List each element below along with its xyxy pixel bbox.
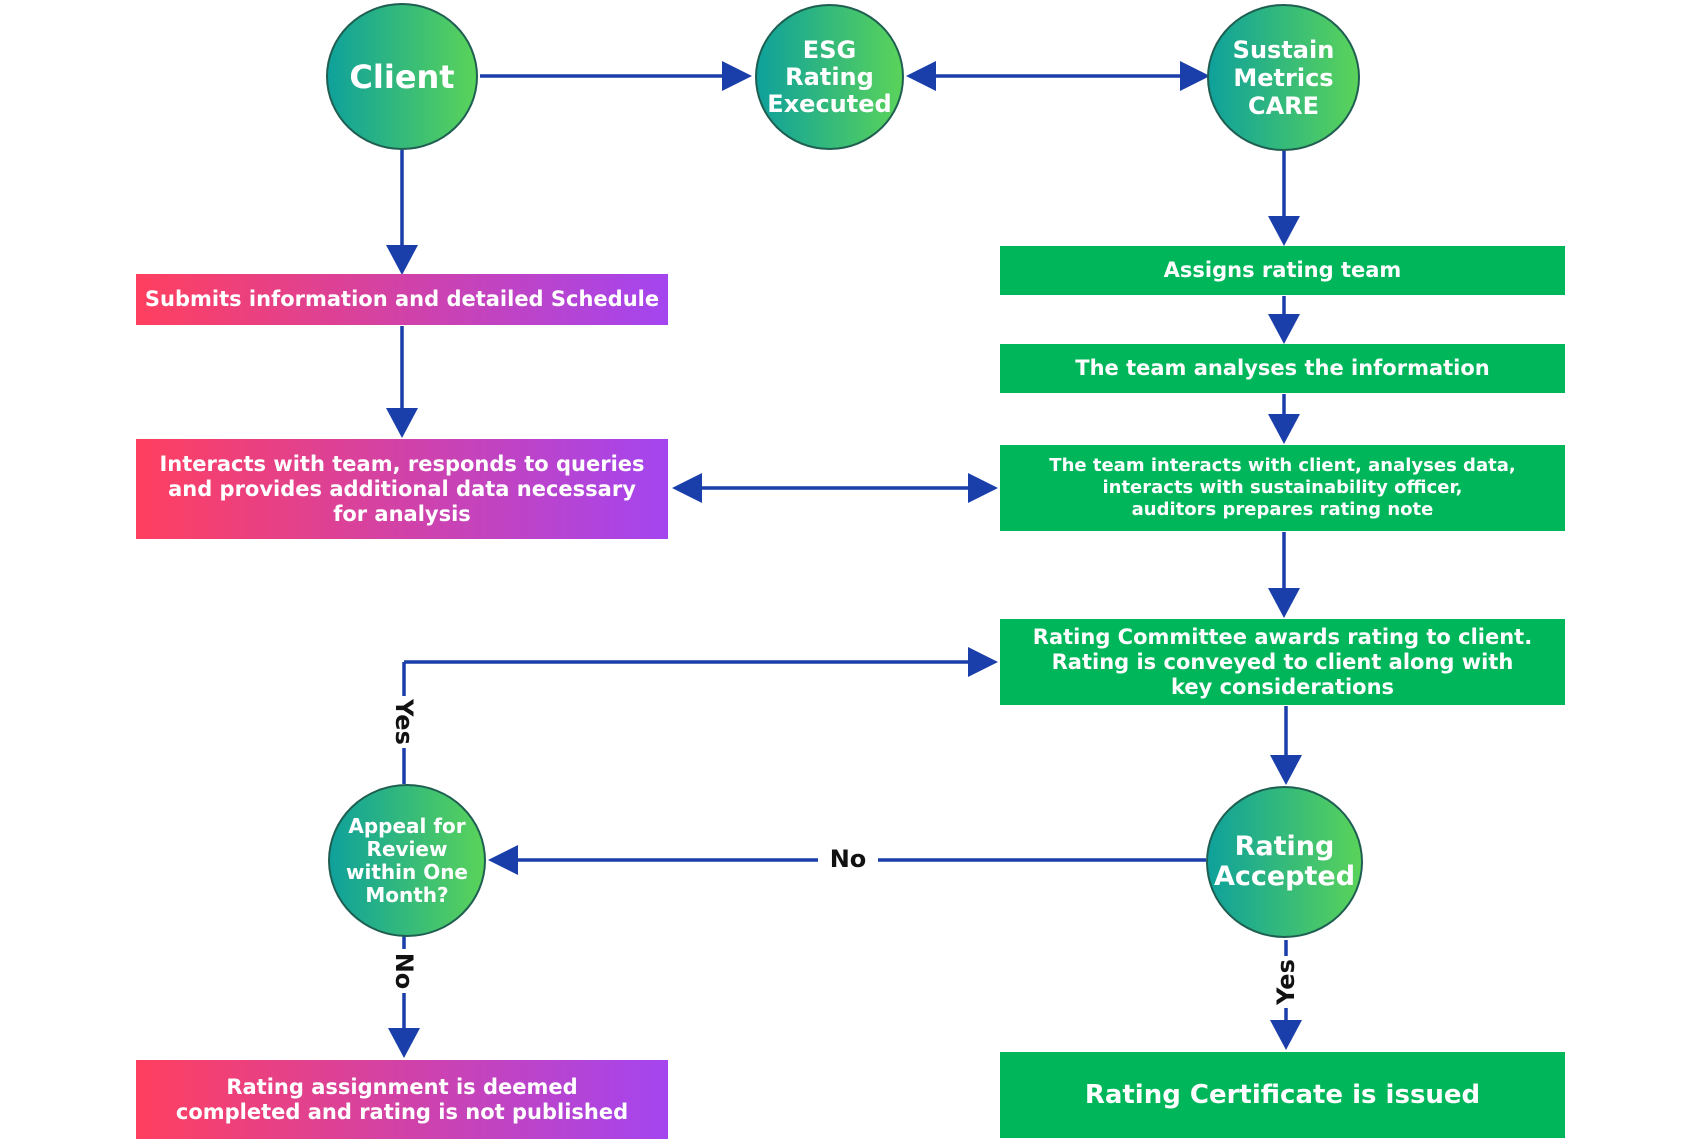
edge-label-yes-accepted: Yes [1272, 956, 1300, 1008]
arrowhead [1268, 314, 1300, 344]
arrowhead [1180, 61, 1210, 91]
arrowhead [968, 647, 998, 677]
edge-label-yes-appeal: Yes [390, 696, 418, 748]
node-accepted-label: Rating Accepted [1213, 831, 1356, 892]
arrowhead [386, 408, 418, 438]
arrowhead [386, 245, 418, 275]
node-client-label: Client [349, 57, 455, 96]
node-submits-information: Submits information and detailed Schedul… [136, 274, 668, 325]
node-rating-certificate-issued: Rating Certificate is issued [1000, 1052, 1565, 1138]
node-sustain-metrics-care: Sustain Metrics CARE [1207, 4, 1360, 151]
node-esg-label: ESG Rating Executed [767, 35, 892, 118]
arrowhead [1270, 1020, 1302, 1050]
node-rating-deemed-completed: Rating assignment is deemed completed an… [136, 1060, 668, 1139]
node-submits-label: Submits information and detailed Schedul… [144, 287, 660, 311]
arrowhead [1268, 588, 1300, 618]
arrowhead [968, 473, 998, 503]
node-interacts-with-team: Interacts with team, responds to queries… [136, 439, 668, 539]
arrowhead [488, 845, 518, 875]
node-team-interacts-label: The team interacts with client, analyses… [1049, 455, 1516, 520]
node-esg-rating-executed: ESG Rating Executed [755, 4, 904, 150]
arrowhead [722, 61, 752, 91]
node-deemed-label: Rating assignment is deemed completed an… [175, 1074, 629, 1124]
edge-label-no-appeal: No [390, 949, 418, 993]
node-rating-committee: Rating Committee awards rating to client… [1000, 619, 1565, 705]
node-interacts-label: Interacts with team, responds to queries… [159, 451, 645, 526]
node-appeal-label: Appeal for Review within One Month? [346, 813, 468, 907]
arrowhead [1268, 414, 1300, 444]
node-team-analyses-information: The team analyses the information [1000, 344, 1565, 393]
node-assigns-label: Assigns rating team [1163, 258, 1402, 282]
node-appeal-for-review: Appeal for Review within One Month? [328, 784, 486, 937]
node-committee-label: Rating Committee awards rating to client… [1032, 624, 1533, 699]
node-certificate-label: Rating Certificate is issued [1084, 1080, 1481, 1110]
arrowhead [1268, 216, 1300, 246]
arrowhead [388, 1028, 420, 1058]
arrowhead [672, 473, 702, 503]
arrowhead [1270, 755, 1302, 785]
node-team-interacts-with-client: The team interacts with client, analyses… [1000, 445, 1565, 531]
node-sustain-label: Sustain Metrics CARE [1232, 35, 1335, 120]
node-client: Client [326, 3, 478, 150]
node-analyses-label: The team analyses the information [1075, 356, 1490, 380]
node-rating-accepted: Rating Accepted [1206, 786, 1363, 938]
node-assigns-rating-team: Assigns rating team [1000, 246, 1565, 295]
edge-label-no-accepted: No [818, 845, 878, 875]
arrowhead [906, 61, 936, 91]
